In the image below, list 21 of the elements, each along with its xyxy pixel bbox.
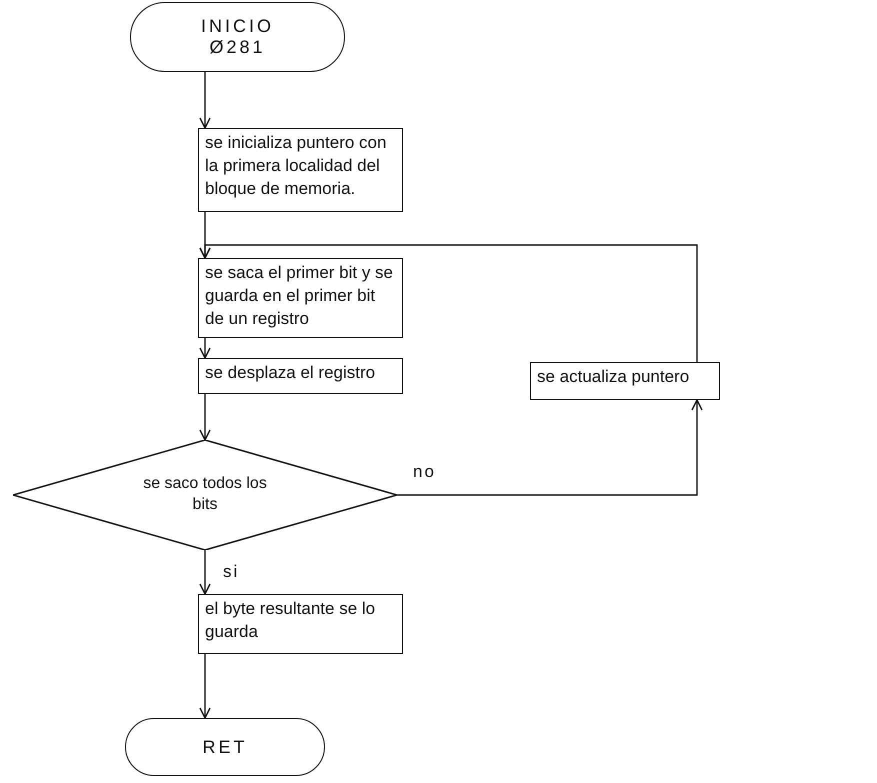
terminal-label: Ø281	[209, 37, 266, 58]
arrow	[199, 72, 211, 129]
arrow	[199, 244, 698, 362]
decision-label: se saco todos los bits	[142, 474, 268, 515]
process-box	[198, 128, 403, 212]
terminal-label: INICIO	[200, 16, 274, 37]
process-label: el byte resultante se lo guarda	[205, 598, 376, 643]
process-box	[530, 362, 720, 400]
arrow	[199, 338, 211, 359]
process-label: se inicializa puntero con la primera localidad del bloque de memoria.	[205, 132, 388, 200]
arrow	[397, 399, 703, 496]
process-label: se saca el primer bit y se guarda en el primer bit de un registro	[205, 262, 394, 330]
process-label: se actualiza puntero	[537, 366, 690, 388]
arrow	[199, 654, 211, 719]
terminal-label: RET	[202, 736, 248, 758]
process-label: se desplaza el registro	[205, 362, 376, 384]
process-box	[198, 358, 403, 394]
process-box	[198, 258, 403, 338]
arrow	[199, 394, 211, 441]
arrow	[199, 550, 211, 595]
process-box	[198, 594, 403, 654]
